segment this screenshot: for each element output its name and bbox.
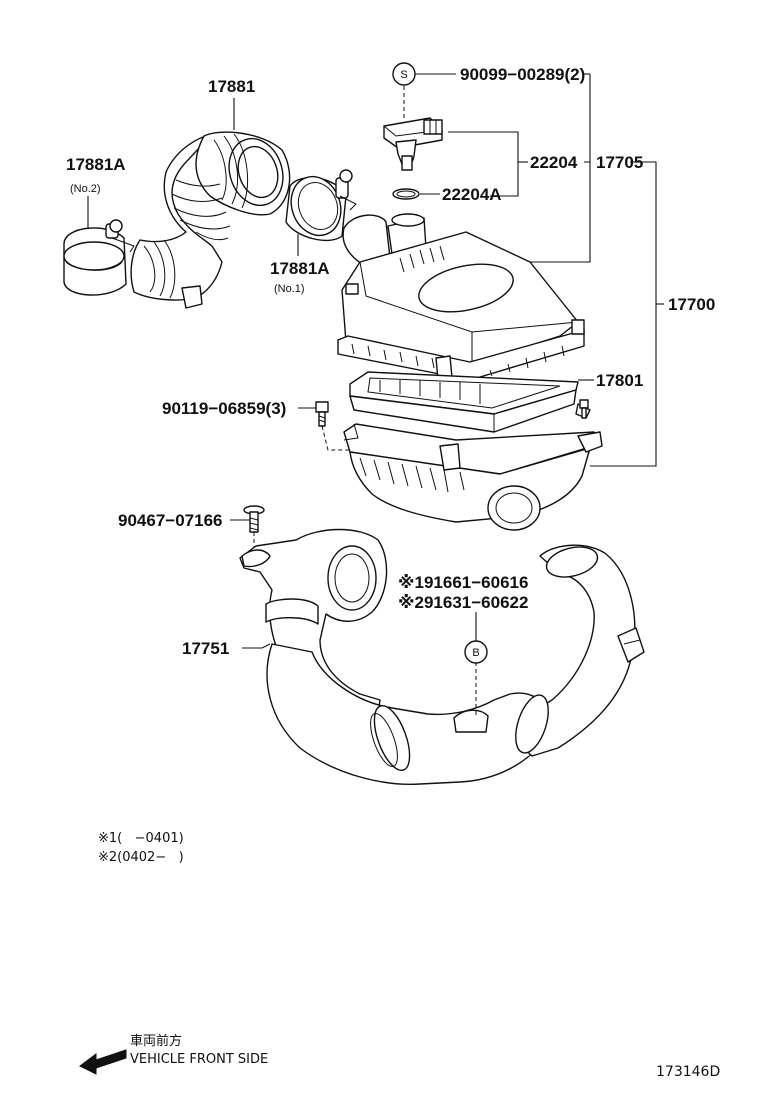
label-17751: 17751 <box>182 639 229 658</box>
label-22204A: 22204A <box>442 185 502 204</box>
label-90099: 90099−00289(2) <box>460 65 585 84</box>
clamp-no2 <box>63 219 135 296</box>
label-17881A-no2: 17881A <box>66 155 126 174</box>
diagram-id: 173146D <box>656 1064 720 1080</box>
note-1: ※1( −0401) <box>98 831 184 846</box>
air-filter-element <box>349 371 591 433</box>
marker-b-label: B <box>472 647 479 659</box>
label-191661: ※191661−60616 <box>398 573 528 592</box>
front-label-en: VEHICLE FRONT SIDE <box>130 1052 268 1067</box>
label-22204: 22204 <box>530 153 578 172</box>
leader-lines <box>87 73 664 716</box>
label-17801: 17801 <box>596 371 643 390</box>
air-flow-meter <box>383 117 443 200</box>
bolt-90119 <box>315 401 329 427</box>
note-2: ※2(0402− ) <box>98 850 184 865</box>
label-17705: 17705 <box>596 153 643 172</box>
bolt-small <box>579 399 589 419</box>
inlet-duct <box>239 528 645 785</box>
air-cleaner-case <box>343 423 603 531</box>
air-cleaner-cap <box>337 213 585 381</box>
label-17881A-no2-sub: (No.2) <box>70 183 101 195</box>
marker-s-label: S <box>400 69 407 81</box>
label-17881A-no1-sub: (No.1) <box>274 283 305 295</box>
clamp-no1 <box>285 169 357 242</box>
label-90467: 90467−07166 <box>118 511 222 530</box>
bolt-90467 <box>243 505 265 533</box>
label-17881A-no1: 17881A <box>270 259 330 278</box>
label-90119: 90119−06859(3) <box>162 399 286 418</box>
front-label-jp: 車両前方 <box>130 1033 182 1049</box>
marker-s: S <box>392 62 416 86</box>
intake-hose <box>130 131 291 309</box>
front-arrow-icon <box>79 1049 127 1075</box>
marker-b: B <box>464 640 488 664</box>
label-291631: ※291631−60622 <box>398 593 528 612</box>
label-17881: 17881 <box>208 77 255 96</box>
label-17700: 17700 <box>668 295 715 314</box>
